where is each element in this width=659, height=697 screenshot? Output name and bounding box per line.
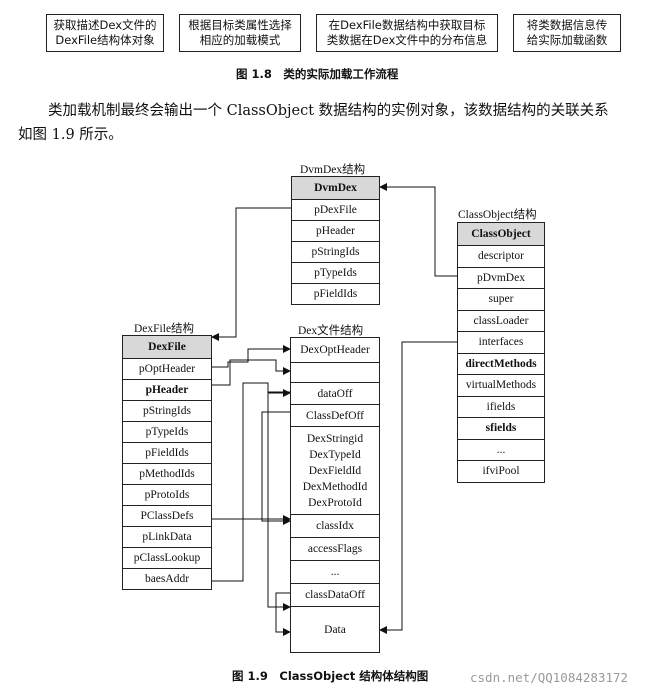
arrow-interfaces-to-data bbox=[379, 341, 457, 634]
dvmdex-title: DvmDex结构 bbox=[300, 164, 366, 176]
flow-step-4-line-1: 将类数据信息传 bbox=[526, 18, 608, 32]
dexfilestruct-cell-dexoptheader: DexOptHeader bbox=[300, 344, 370, 356]
classobject-cell-ifields: ifields bbox=[458, 395, 544, 418]
classobject-cell-directmethods: directMethods bbox=[458, 352, 544, 375]
dexfilestruct-cell-dexstringid: DexStringid bbox=[306, 432, 364, 445]
flow-step-4: 将类数据信息传给实际加载函数 bbox=[513, 14, 621, 52]
classobject-cell-super: super bbox=[458, 288, 544, 310]
classobject-cell-virtualmethods: virtualMethods bbox=[458, 374, 544, 396]
dexfilestruct-cell-classdataoff: classDataOff bbox=[291, 583, 379, 606]
arrow-poptheader-to-dexoptheader bbox=[212, 345, 291, 368]
dexfile-cell-pstringids: pStringIds bbox=[123, 400, 211, 421]
dexfilestruct-table: DexOptHeader dataOff ClassDefOff DexStri… bbox=[290, 337, 380, 653]
dexfilestruct-cell-ids-group: DexStringid DexTypeId DexFieldId DexMeth… bbox=[291, 426, 379, 514]
dexfilestruct-cell-classidx: classIdx bbox=[291, 514, 379, 537]
classobject-cell-ellipsis: ... bbox=[458, 438, 544, 461]
dexfilestruct-cell-accessflags: accessFlags bbox=[291, 537, 379, 560]
dexfile-cell-pheader: pHeader bbox=[123, 379, 211, 400]
dexfile-cell-header: DexFile bbox=[123, 336, 211, 358]
flow-step-3: 在DexFile数据结构中获取目标类数据在Dex文件中的分布信息 bbox=[316, 14, 498, 52]
dexfilestruct-cell-data: Data bbox=[291, 606, 379, 652]
flow-step-3-line-1: 在DexFile数据结构中获取目标 bbox=[328, 18, 486, 32]
classobject-cell-interfaces: interfaces bbox=[458, 331, 544, 353]
dexfilestruct-cell-dexfieldid: DexFieldId bbox=[308, 464, 362, 477]
dexfilestruct-cell-dexprotoid: DexProtoId bbox=[308, 496, 362, 509]
paragraph-line-1: 类加载机制最终会输出一个 ClassObject 数据结构的实例对象，该数据结构… bbox=[48, 103, 609, 119]
flow-step-3-line-2: 类数据在Dex文件中的分布信息 bbox=[326, 33, 488, 47]
dvmdex-cell-pstringids: pStringIds bbox=[292, 241, 379, 262]
dexfile-cell-poptheader: pOptHeader bbox=[123, 358, 211, 379]
flow-step-2: 根据目标类属性选择相应的加载模式 bbox=[179, 14, 301, 52]
dexfilestruct-cell-dataoff: dataOff bbox=[291, 382, 379, 404]
arrow-dataoff-to-data bbox=[267, 391, 291, 611]
flow-step-1-line-2: DexFile结构体对象 bbox=[55, 33, 155, 47]
dexfilestruct-cell-ellipsis: ... bbox=[291, 560, 379, 583]
dvmdex-table: DvmDex pDexFile pHeader pStringIds pType… bbox=[291, 176, 380, 305]
arrow-classdefoff-to-classidx bbox=[261, 411, 291, 525]
watermark: csdn.net/QQ1084283172 bbox=[470, 670, 629, 685]
dexfile-cell-pclasslookup: pClassLookup bbox=[123, 547, 211, 568]
classobject-cell-classloader: classLoader bbox=[458, 309, 544, 332]
flow-step-4-line-2: 给实际加载函数 bbox=[526, 33, 608, 47]
dexfile-title: DexFile结构 bbox=[134, 323, 195, 335]
dvmdex-cell-pdexfile: pDexFile bbox=[292, 199, 379, 220]
dexfilestruct-cell-dextypeid: DexTypeId bbox=[309, 448, 361, 461]
arrow-pheader-to-header bbox=[212, 359, 291, 386]
dexfile-cell-ptypeids: pTypeIds bbox=[123, 421, 211, 442]
flow-step-2-line-1: 根据目标类属性选择 bbox=[188, 18, 292, 32]
classobject-cell-ifvipool: ifviPool bbox=[458, 460, 544, 482]
dexfile-table: DexFile pOptHeader pHeader pStringIds pT… bbox=[122, 335, 212, 590]
paragraph-line-2: 如图 1.9 所示。 bbox=[18, 127, 123, 143]
arrow-baesaddr-to-dataoff bbox=[212, 382, 291, 582]
dexfile-cell-pclassdefs: PClassDefs bbox=[123, 505, 211, 526]
dexfilestruct-title: Dex文件结构 bbox=[298, 325, 364, 337]
dexfile-cell-pmethodids: pMethodIds bbox=[123, 463, 211, 484]
dexfile-cell-pfieldids: pFieldIds bbox=[123, 442, 211, 463]
dexfile-cell-plinkdata: pLinkData bbox=[123, 526, 211, 547]
dexfilestruct-cell-dexmethodid: DexMethodId bbox=[302, 480, 368, 493]
dvmdex-cell-header: DvmDex bbox=[292, 177, 379, 199]
classobject-cell-sfields: sfields bbox=[458, 417, 544, 439]
dvmdex-cell-pfieldids: pFieldIds bbox=[292, 283, 379, 304]
dexfile-cell-pprotoids: pProtoIds bbox=[123, 484, 211, 505]
dexfilestruct-cell-blank bbox=[291, 362, 379, 382]
arrow-pdvmdex-to-dvmdex bbox=[379, 183, 457, 277]
classobject-cell-header: ClassObject bbox=[458, 223, 544, 245]
flow-step-2-line-2: 相应的加载模式 bbox=[199, 33, 281, 47]
flow-caption: 图 1.8 类的实际加载工作流程 bbox=[236, 67, 399, 81]
dvmdex-cell-ptypeids: pTypeIds bbox=[292, 262, 379, 283]
dexfile-cell-baesaddr: baesAddr bbox=[123, 568, 211, 589]
arrow-classdataoff-bracket bbox=[275, 592, 291, 636]
dexfilestruct-cell-classdefoff: ClassDefOff bbox=[291, 404, 379, 426]
classobject-cell-descriptor: descriptor bbox=[458, 245, 544, 267]
dvmdex-cell-pheader: pHeader bbox=[292, 220, 379, 241]
classobject-cell-pdvmdex: pDvmDex bbox=[458, 266, 544, 289]
classobject-title: ClassObject结构 bbox=[458, 209, 537, 221]
figure-caption: 图 1.9 ClassObject 结构体结构图 bbox=[232, 669, 429, 683]
classobject-table: ClassObject descriptor pDvmDex super cla… bbox=[457, 222, 545, 483]
arrow-pdexfile-to-dexfile bbox=[211, 207, 291, 341]
flow-step-1-line-1: 获取描述Dex文件的 bbox=[53, 18, 157, 32]
